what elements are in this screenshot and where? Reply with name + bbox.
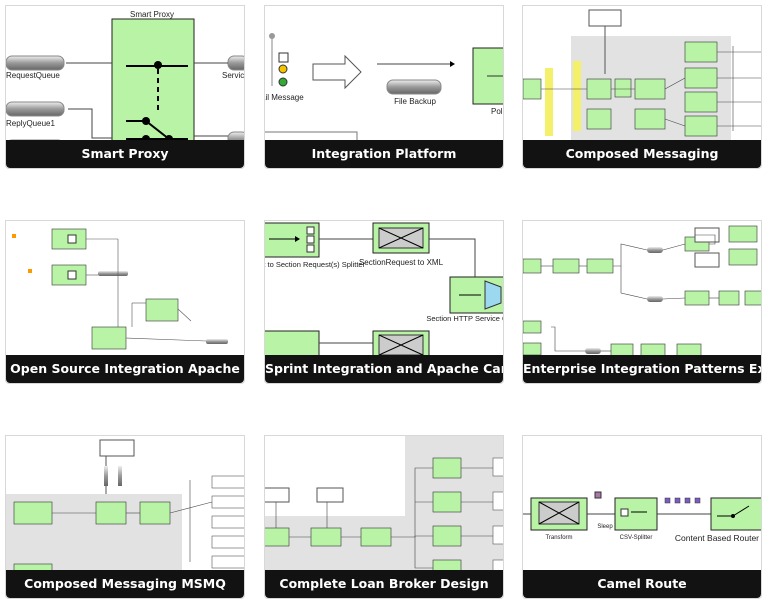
template-card-camel-route[interactable]: Transform Sleep CSV-Splitter Content Bas… <box>522 435 762 599</box>
template-card-smart-proxy[interactable]: Smart Proxy RequestQueue ReplyQueue1 Ser… <box>5 5 245 169</box>
template-card-composed-messaging[interactable]: Composed Messaging <box>522 5 762 169</box>
diagram-label: Content Based Router <box>675 533 759 543</box>
template-title: Complete Loan Broker Design <box>265 570 503 598</box>
diagram-label: ail Message <box>265 93 304 102</box>
template-title: Smart Proxy <box>6 140 244 168</box>
thumbnail <box>6 436 244 572</box>
template-title: Sprint Integration and Apache Camel <box>265 355 503 383</box>
diagram-label: RequestQueue <box>6 71 60 80</box>
diagram-label: SectionRequest to XML <box>359 258 444 267</box>
thumbnail <box>6 221 244 357</box>
diagram-label: File Backup <box>394 97 436 106</box>
diagram-label: Poll <box>491 107 503 116</box>
template-title: Composed Messaging MSMQ <box>6 570 244 598</box>
diagram-label: Smart Proxy <box>130 10 174 19</box>
template-card-enterprise-integration-patterns-example[interactable]: Enterprise Integration Patterns Example <box>522 220 762 384</box>
template-title: Camel Route <box>523 570 761 598</box>
diagram-label: ReplyQueue1 <box>6 119 55 128</box>
template-card-integration-platform[interactable]: ail Message File Backup Poll Integration… <box>264 5 504 169</box>
template-card-complete-loan-broker-design[interactable]: Complete Loan Broker Design <box>264 435 504 599</box>
diagram-label: CSV-Splitter <box>620 535 653 541</box>
thumbnail <box>265 436 503 572</box>
diagram-label: Service <box>222 71 244 80</box>
thumbnail: Smart Proxy RequestQueue ReplyQueue1 Ser… <box>6 6 244 142</box>
thumbnail: Transform Sleep CSV-Splitter Content Bas… <box>523 436 761 572</box>
template-title: Integration Platform <box>265 140 503 168</box>
diagram-label: Transform <box>545 535 572 541</box>
template-title: Open Source Integration Apache <box>6 355 244 383</box>
template-card-open-source-integration-apache[interactable]: Open Source Integration Apache <box>5 220 245 384</box>
thumbnail <box>523 221 761 357</box>
template-card-sprint-integration-apache-camel[interactable]: Report Request to Section Request(s) Spl… <box>264 220 504 384</box>
template-title: Enterprise Integration Patterns Example <box>523 355 761 383</box>
diagram-label: Section HTTP Service Gateway <box>426 314 503 323</box>
diagram-label: Report Request to Section Request(s) Spl… <box>265 260 366 269</box>
thumbnail <box>523 6 761 142</box>
template-title: Composed Messaging <box>523 140 761 168</box>
template-card-composed-messaging-msmq[interactable]: Composed Messaging MSMQ <box>5 435 245 599</box>
diagram-label: Sleep <box>597 524 613 530</box>
thumbnail: ail Message File Backup Poll <box>265 6 503 142</box>
thumbnail: Report Request to Section Request(s) Spl… <box>265 221 503 357</box>
